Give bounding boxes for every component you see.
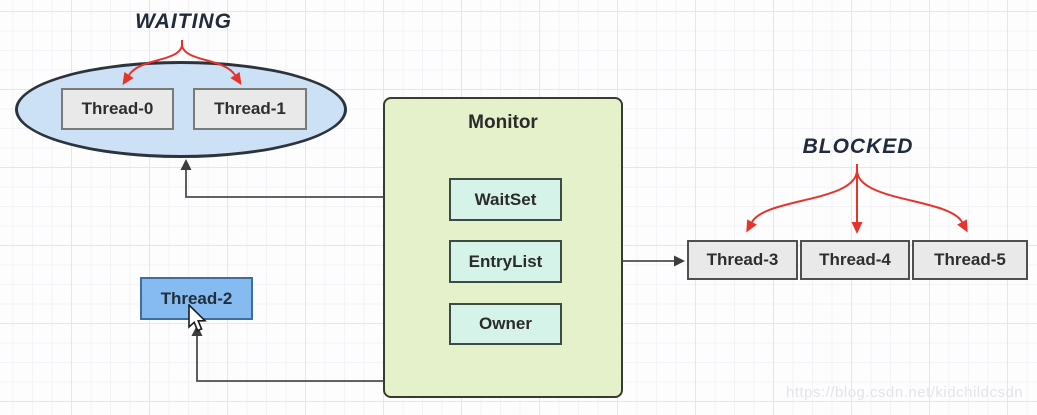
thread-5-box: Thread-5 [912, 240, 1028, 280]
owner-label: Owner [479, 314, 532, 333]
entrylist-slot: EntryList [449, 240, 562, 283]
thread-4-label: Thread-4 [819, 250, 891, 269]
thread-3-box: Thread-3 [687, 240, 798, 280]
thread-5-label: Thread-5 [934, 250, 1006, 269]
blocked-arrow-to-thread3 [746, 169, 858, 233]
monitor-box: Monitor WaitSet EntryList Owner [383, 97, 623, 398]
thread-2-label: Thread-2 [160, 288, 233, 308]
mouse-cursor-icon [188, 304, 207, 332]
watermark-text: https://blog.csdn.net/kidchildcsdn [786, 384, 1024, 401]
thread-4-box: Thread-4 [800, 240, 910, 280]
monitor-title: Monitor [468, 112, 538, 133]
entrylist-label: EntryList [468, 251, 543, 271]
thread-1-box: Thread-1 [193, 88, 307, 130]
waitset-slot: WaitSet [449, 178, 562, 221]
blocked-state-label: BLOCKED [802, 135, 914, 158]
blocked-arrow-to-thread5 [856, 169, 968, 233]
waitset-label: WaitSet [474, 189, 537, 209]
thread-1-label: Thread-1 [214, 99, 286, 118]
owner-slot: Owner [449, 303, 562, 345]
waiting-state-label: WAITING [135, 10, 232, 33]
thread-0-box: Thread-0 [61, 88, 174, 130]
thread-3-label: Thread-3 [706, 250, 779, 269]
thread-0-label: Thread-0 [81, 99, 154, 118]
blocked-threads-row: Thread-3 Thread-4 Thread-5 [687, 240, 1028, 280]
